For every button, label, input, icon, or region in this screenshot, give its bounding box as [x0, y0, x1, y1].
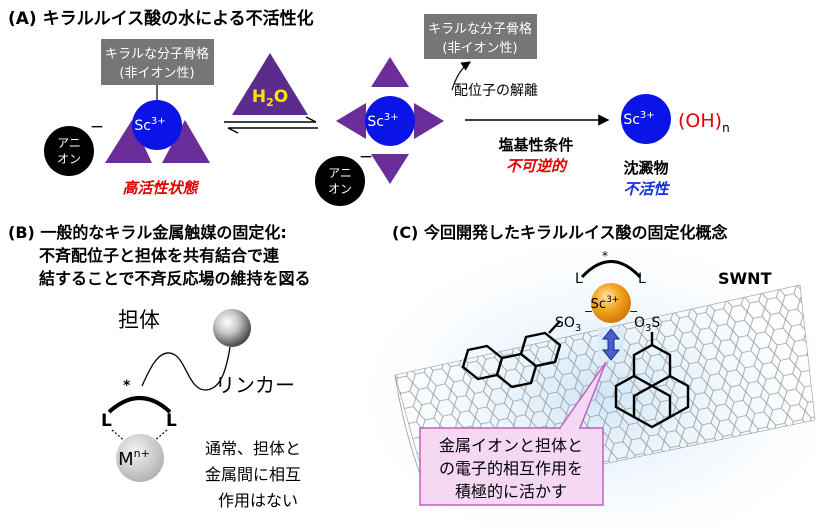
dissociation-arrow	[451, 61, 471, 91]
interaction-arrow	[601, 328, 621, 361]
chiral-skeleton-box-1-line2: (非イオン性)	[119, 66, 194, 81]
coordination-bond-right	[152, 429, 168, 443]
chiral-skeleton-box-1	[101, 39, 214, 85]
sc-label-precipitate: Sc3+	[623, 110, 654, 128]
sc-ion-hydrated	[365, 96, 415, 146]
equilibrium-back-head	[227, 127, 239, 134]
anion-hydrated	[315, 156, 365, 206]
support-sphere	[213, 309, 251, 347]
callout-line2: の電子的相互作用を	[439, 459, 583, 478]
metal-ion	[116, 434, 164, 482]
metal-label: Mn+	[118, 447, 150, 470]
sulfonate-left-minus: −	[584, 305, 593, 318]
section-b-heading-line2: 不斉配位子と担体を共有結合で連	[39, 246, 280, 265]
chiral-star-b: *	[123, 378, 131, 394]
anion-active-line1: アニ	[57, 136, 81, 150]
sc-label-active: Sc3+	[134, 116, 165, 134]
sc-ion-precipitate	[621, 94, 671, 144]
linker-curve	[141, 346, 231, 391]
chiral-ligand-arc-c	[580, 260, 642, 279]
ligand-l-right-c: L	[638, 271, 646, 287]
section-c: (C) 今回開発したキラルルイス酸の固定化概念 SWNT * L L Sc3+ …	[370, 223, 819, 528]
inactive-label: 不活性	[623, 180, 670, 198]
sulfonate-left: SO3	[555, 315, 581, 334]
section-b-heading-line3: 結することで不斉反応場の維持を図る	[39, 269, 311, 288]
coordination-bond-left	[111, 429, 127, 443]
pyrene-left	[461, 320, 562, 389]
section-b: (B) 一般的なキラル金属触媒の固定化: 不斉配位子と担体を共有結合で連 結する…	[8, 223, 311, 510]
section-b-heading-line1: (B) 一般的なキラル金属触媒の固定化:	[8, 223, 287, 242]
section-a-heading: (A) キラルルイス酸の水による不活性化	[8, 8, 314, 29]
pyrene-right	[614, 332, 690, 429]
irreversible-label: 不可逆的	[506, 157, 568, 175]
callout-line3: 積極的に活かす	[455, 482, 567, 501]
ligand-l-left-b: L	[101, 411, 112, 431]
note-line2: 金属間に相互	[205, 465, 301, 484]
chiral-skeleton-box-2-line2: (非イオン性)	[442, 41, 517, 56]
dissociation-label: 配位子の解離	[454, 82, 538, 99]
hydroxide-label: (OH)n	[678, 110, 730, 135]
chiral-star-c: *	[602, 249, 608, 263]
water-label: H2O	[252, 87, 288, 109]
basic-conditions-label: 塩基性条件	[498, 136, 573, 154]
ligand-l-right-b: L	[166, 411, 177, 431]
chiral-skeleton-box-2-line1: キラルな分子骨格	[428, 21, 532, 37]
anion-active-minus: −	[90, 117, 104, 137]
water-ligand-right	[414, 103, 444, 139]
sc-label-hydrated: Sc3+	[367, 112, 398, 130]
note-line3: 作用はない	[218, 491, 298, 510]
chiral-ligand-arc	[107, 396, 172, 414]
linker-label: リンカー	[215, 373, 295, 397]
chiral-skeleton-box-2	[424, 14, 537, 59]
sc-ion-immobilized	[591, 283, 631, 323]
chiral-skeleton-box-1-line1: キラルな分子骨格	[105, 46, 209, 62]
callout-box	[419, 427, 604, 506]
note-line1: 通常、担体と	[205, 439, 301, 458]
water-triangle	[232, 53, 308, 115]
ligand-triangle-left	[105, 120, 152, 163]
equilibrium-forward-head	[305, 116, 317, 123]
callout-line1: 金属イオンと担体と	[439, 436, 583, 455]
support-label: 担体	[118, 308, 160, 332]
swnt-label: SWNT	[718, 269, 772, 288]
anion-hydrated-line1: アニ	[328, 166, 352, 180]
sc-label-immobilized: Sc3+	[591, 295, 620, 312]
water-ligand-top	[371, 57, 409, 87]
water-ligand-left	[336, 103, 366, 139]
sc-ion-active	[132, 100, 182, 150]
precipitate-label: 沈澱物	[623, 159, 668, 177]
ligand-l-left-c: L	[575, 271, 583, 287]
sulfonate-right: O3S	[634, 315, 660, 334]
anion-hydrated-minus: −	[359, 147, 373, 167]
section-c-heading: (C) 今回開発したキラルルイス酸の固定化概念	[392, 223, 728, 242]
section-a: (A) キラルルイス酸の水による不活性化 キラルな分子骨格 (非イオン性) Sc…	[8, 8, 730, 206]
high-activity-label: 高活性状態	[122, 179, 199, 197]
anion-active-line2: オン	[57, 152, 81, 166]
water-ligand-bottom	[371, 154, 409, 184]
anion-hydrated-line2: オン	[328, 182, 352, 196]
sulfonate-right-minus: −	[629, 305, 638, 318]
ligand-triangle-right	[162, 120, 210, 163]
anion-active	[44, 126, 94, 176]
